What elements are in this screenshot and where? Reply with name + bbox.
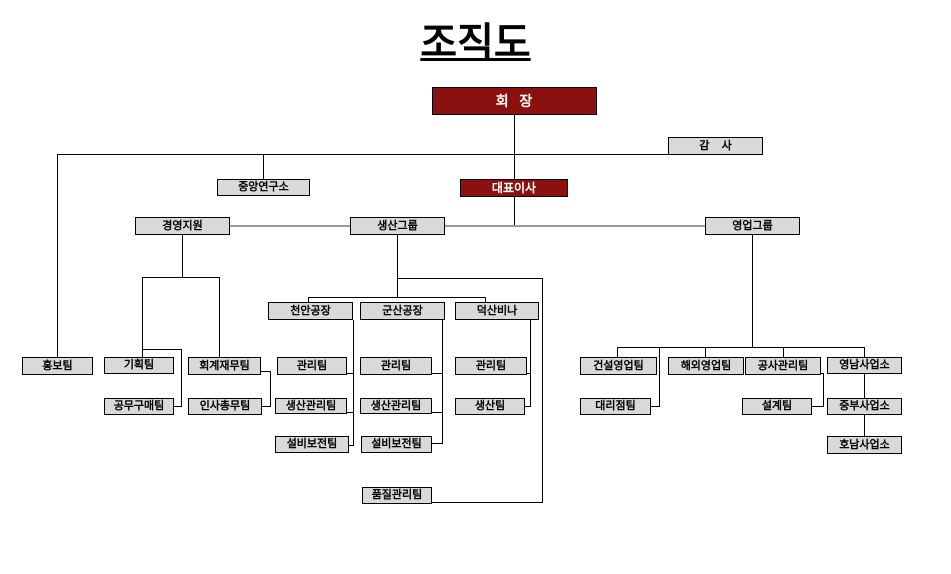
connector-line	[542, 278, 543, 503]
connector-line	[349, 445, 354, 446]
connector-line	[397, 278, 542, 279]
node-agency-team[interactable]: 대리점팀	[580, 398, 651, 415]
node-hr-general-affairs-team[interactable]: 인사총무팀	[188, 398, 262, 415]
connector-line	[864, 374, 865, 398]
connector-line	[514, 115, 515, 179]
connector-line	[864, 415, 865, 437]
connector-line	[432, 373, 442, 374]
connector-line	[659, 347, 660, 407]
connector-line	[270, 371, 271, 407]
node-admin-team-deoksan[interactable]: 관리팀	[455, 357, 527, 375]
node-honam-office[interactable]: 호남사업소	[827, 436, 902, 454]
node-jungbu-office[interactable]: 중부사업소	[827, 398, 902, 415]
connector-line	[812, 406, 823, 407]
node-overseas-sales-team[interactable]: 해외영업팀	[668, 357, 744, 375]
connector-line	[308, 297, 309, 302]
connector-line	[397, 235, 398, 297]
node-admin-team-gunsan[interactable]: 관리팀	[360, 357, 432, 375]
node-auditor[interactable]: 감 사	[668, 137, 763, 155]
node-deoksan-vina[interactable]: 덕산비나	[455, 302, 539, 320]
connector-line	[347, 412, 353, 413]
node-production-mgmt-team-gunsan[interactable]: 생산관리팀	[360, 398, 432, 414]
connector-line	[432, 412, 442, 413]
node-construction-sales-team[interactable]: 건설영업팀	[580, 357, 657, 375]
connector-line	[651, 406, 659, 407]
connector-line	[705, 347, 706, 357]
connector-line	[864, 347, 865, 357]
node-ceo[interactable]: 대표이사	[460, 179, 568, 197]
connector-line	[261, 371, 270, 372]
connector-line	[219, 277, 220, 357]
connector-line	[432, 502, 542, 503]
node-design-team[interactable]: 설계팀	[742, 398, 812, 415]
node-gunsan-factory[interactable]: 군산공장	[360, 302, 445, 320]
connector-line	[57, 154, 668, 155]
connector-line	[485, 297, 486, 302]
node-pr-team[interactable]: 홍보팀	[22, 357, 93, 375]
connector-line	[347, 373, 353, 374]
node-planning-team[interactable]: 기획팀	[104, 357, 174, 374]
connector-line	[142, 277, 143, 357]
node-engineering-purchasing-team[interactable]: 공무구매팀	[104, 398, 174, 415]
node-central-research-institute[interactable]: 중앙연구소	[217, 179, 310, 196]
node-production-group[interactable]: 생산그룹	[350, 217, 445, 235]
connector-line	[353, 320, 354, 446]
connector-line	[142, 277, 220, 278]
node-facility-maintenance-team-gunsan[interactable]: 설비보전팀	[361, 436, 432, 453]
connector-line	[514, 197, 515, 226]
connector-line	[530, 320, 531, 407]
node-chairman[interactable]: 회 장	[432, 87, 597, 115]
connector-line	[752, 235, 753, 347]
node-production-mgmt-team-cheonan[interactable]: 생산관리팀	[275, 398, 347, 414]
connector-line	[182, 235, 183, 277]
node-sales-group[interactable]: 영업그룹	[705, 217, 800, 235]
node-admin-team-cheonan[interactable]: 관리팀	[277, 357, 347, 375]
connector-line	[181, 349, 182, 407]
connector-line	[57, 154, 58, 357]
connector-line	[230, 225, 705, 227]
connector-line	[823, 373, 824, 407]
connector-line	[308, 297, 486, 298]
connector-line	[821, 373, 824, 374]
connector-line	[262, 406, 270, 407]
connector-line	[142, 349, 181, 350]
node-yeongnam-office[interactable]: 영남사업소	[827, 357, 902, 374]
page-title: 조직도	[420, 21, 531, 65]
connector-line	[617, 347, 618, 357]
node-accounting-finance-team[interactable]: 회계재무팀	[188, 357, 261, 375]
connector-line	[432, 443, 442, 444]
node-construction-mgmt-team[interactable]: 공사관리팀	[745, 357, 821, 375]
connector-line	[527, 373, 530, 374]
connector-line	[174, 406, 182, 407]
connector-line	[263, 154, 264, 179]
node-facility-maintenance-team-cheonan[interactable]: 설비보전팀	[275, 436, 349, 453]
node-management-support[interactable]: 경영지원	[135, 217, 230, 235]
node-cheonan-factory[interactable]: 천안공장	[268, 302, 353, 320]
connector-line	[525, 406, 530, 407]
connector-line	[783, 347, 784, 357]
node-production-team-deoksan[interactable]: 생산팀	[455, 398, 525, 415]
connector-line	[442, 320, 443, 444]
node-quality-control-team[interactable]: 품질관리팀	[362, 487, 432, 504]
connector-line	[617, 347, 864, 348]
